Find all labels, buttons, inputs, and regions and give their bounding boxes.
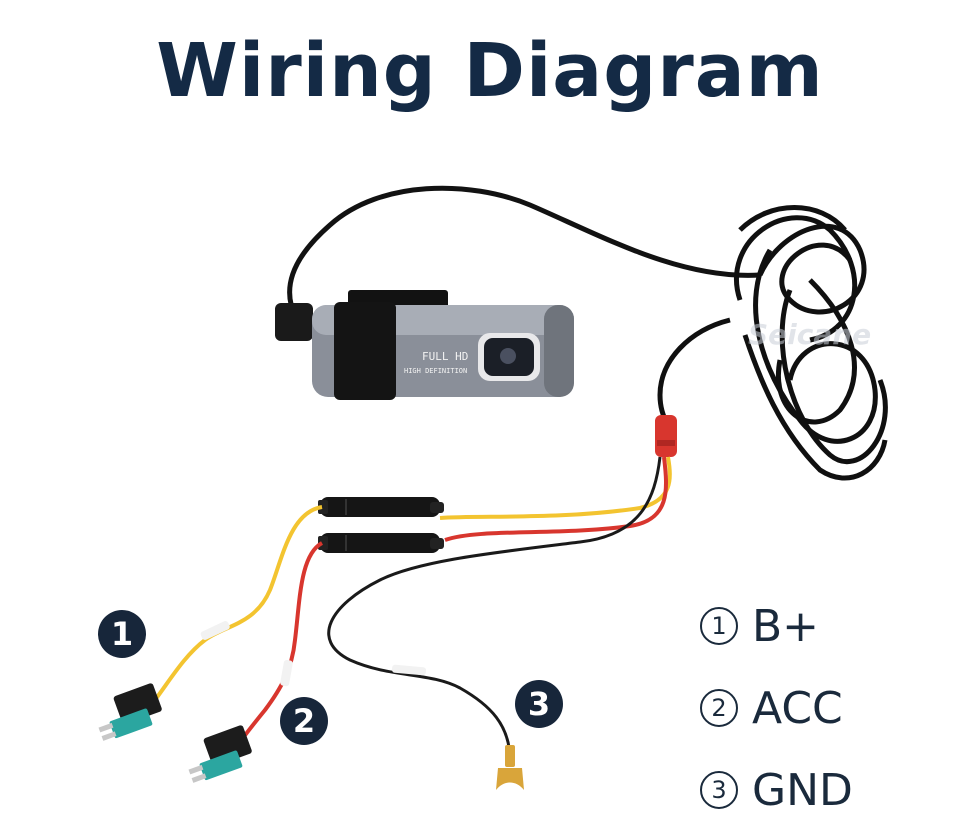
camera-label-hd: HIGH DEFINITION	[404, 367, 467, 375]
badge-3: 3	[515, 680, 563, 728]
fuse-tap-1	[98, 683, 162, 741]
ground-terminal	[496, 745, 524, 790]
camera-cable	[287, 185, 761, 320]
legend-label: ACC	[752, 682, 843, 734]
fuse-tap-2	[188, 725, 252, 783]
yellow-lead	[153, 505, 323, 702]
legend-row-acc: 2 ACC	[700, 667, 853, 749]
legend-number: 1	[700, 607, 738, 645]
badge-2: 2	[280, 697, 328, 745]
legend-label: GND	[752, 764, 853, 816]
legend: 1 B+ 2 ACC 3 GND	[700, 585, 853, 831]
legend-label: B+	[752, 600, 820, 652]
fuse-holder-bottom	[318, 533, 444, 553]
yellow-wire	[439, 456, 672, 520]
legend-number: 3	[700, 771, 738, 809]
legend-row-gnd: 3 GND	[700, 749, 853, 831]
black-gnd-wire	[327, 456, 662, 761]
camera-label-fullhd: FULL HD	[422, 350, 468, 363]
watermark-logo: Seicane	[748, 318, 872, 351]
legend-number: 2	[700, 689, 738, 727]
fuse-holder-top	[318, 497, 444, 517]
inline-connector	[655, 415, 677, 457]
legend-row-bplus: 1 B+	[700, 585, 853, 667]
dash-camera: FULL HD HIGH DEFINITION	[275, 290, 574, 400]
diagram-title: Wiring Diagram	[156, 28, 824, 114]
red-wire	[444, 456, 669, 542]
badge-1: 1	[98, 610, 146, 658]
